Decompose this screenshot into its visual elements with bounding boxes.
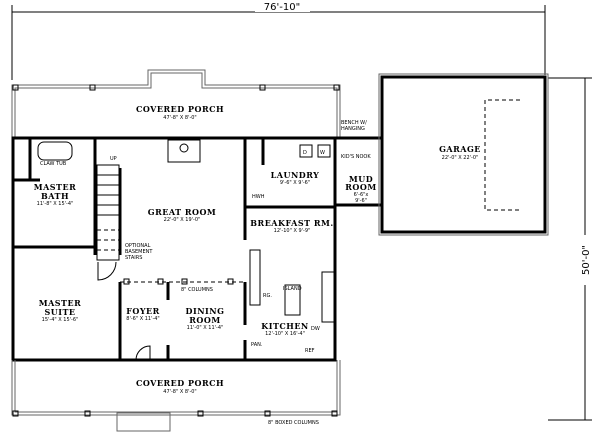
rooms-breakfast-size: 12'-10" X 9'-9" (274, 228, 311, 234)
rooms-dining-name-2: ROOM (189, 315, 220, 325)
width-dimension: 76'-10" (11, 2, 546, 80)
notes-columns: 8" COLUMNS (181, 287, 213, 293)
rooms-rear-porch-size: 47'-8" X 8'-0" (163, 115, 196, 121)
notes-optional-2: BASEMENT (125, 249, 153, 255)
rooms-laundry-size: 9'-6" X 9'-6" (280, 180, 310, 186)
rooms-foyer-name: FOYER (126, 306, 160, 316)
rooms-master-bath-name-1: MASTER (34, 182, 77, 192)
house-exterior-wall (11, 136, 337, 362)
rooms-master-suite-name-2: SUITE (44, 307, 75, 317)
rooms-kitchen-name: KITCHEN (261, 321, 308, 331)
garage: GARAGE 22'-0" X 22'-0" (378, 73, 549, 236)
rooms-mud-room-name-1: MUD (349, 174, 373, 184)
rear-porch: COVERED PORCH 47'-8" X 8'-0" (11, 69, 341, 138)
notes-hwh: HWH (252, 194, 265, 200)
notes-optional-1: OPTIONAL (125, 243, 151, 249)
rooms-master-suite-name-1: MASTER (39, 298, 82, 308)
rooms-garage-size: 22'-0" X 22'-0" (442, 155, 479, 161)
rooms-front-porch-name: COVERED PORCH (136, 378, 224, 388)
front-porch: COVERED PORCH 47'-8" X 8'-0" (11, 360, 341, 432)
rooms-front-porch-size: 47'-8" X 8'-0" (163, 389, 196, 395)
rooms-master-bath-name-2: BATH (41, 191, 69, 201)
notes-dryer: D (303, 150, 307, 156)
notes-rg: RG. (263, 293, 272, 299)
annotations: CLAW TUB UP OPTIONAL BASEMENT STAIRS 8" … (40, 120, 371, 426)
rooms-dining-size: 11'-0" X 11'-4" (187, 325, 224, 331)
notes-pan: PAN. (251, 342, 263, 348)
rooms-breakfast-name: BREAKFAST RM. (250, 218, 333, 228)
notes-kids-nook: KID'S NOOK (341, 154, 371, 160)
depth-dimension: 50'-0" (548, 77, 592, 421)
rooms-master-suite-size: 15'-4" X 15'-6" (42, 317, 79, 323)
rooms-mud-room-name-2: ROOM (345, 182, 376, 192)
interior-walls (13, 138, 335, 361)
rooms-mud-room-size-2: 9'-6" (355, 198, 367, 204)
rooms-master-bath-size: 11'-8" X 15'-4" (37, 201, 74, 207)
notes-bench-1: BENCH W/ (341, 120, 367, 126)
rooms-mud-room-size-1: 6'-6"x (354, 192, 369, 198)
rooms-laundry-name: LAUNDRY (271, 170, 320, 180)
notes-ref: REF (305, 348, 315, 354)
room-labels: MASTER BATH 11'-8" X 15'-4" GREAT ROOM 2… (34, 170, 377, 337)
rooms-great-room-name: GREAT ROOM (148, 207, 217, 217)
rooms-rear-porch-name: COVERED PORCH (136, 104, 224, 114)
notes-boxed-columns: 8" BOXED COLUMNS (268, 420, 319, 426)
notes-claw-tub: CLAW TUB (40, 161, 67, 167)
rooms-foyer-size: 8'-6" X 11'-4" (126, 316, 159, 322)
notes-optional-3: STAIRS (125, 255, 142, 261)
rooms-dining-name-1: DINING (186, 306, 225, 316)
notes-washer: W (320, 150, 325, 156)
notes-up: UP (110, 156, 117, 162)
rooms-kitchen-size: 12'-10" X 16'-4" (265, 331, 305, 337)
notes-dw: DW (311, 326, 320, 332)
width-label: 76'-10" (264, 2, 300, 13)
notes-bench-2: HANGING (341, 126, 365, 132)
rooms-great-room-size: 22'-0" X 19'-0" (164, 217, 201, 223)
notes-island: ISLAND (283, 286, 302, 292)
rooms-garage-name: GARAGE (439, 144, 481, 154)
depth-label: 50'-0" (581, 245, 592, 275)
